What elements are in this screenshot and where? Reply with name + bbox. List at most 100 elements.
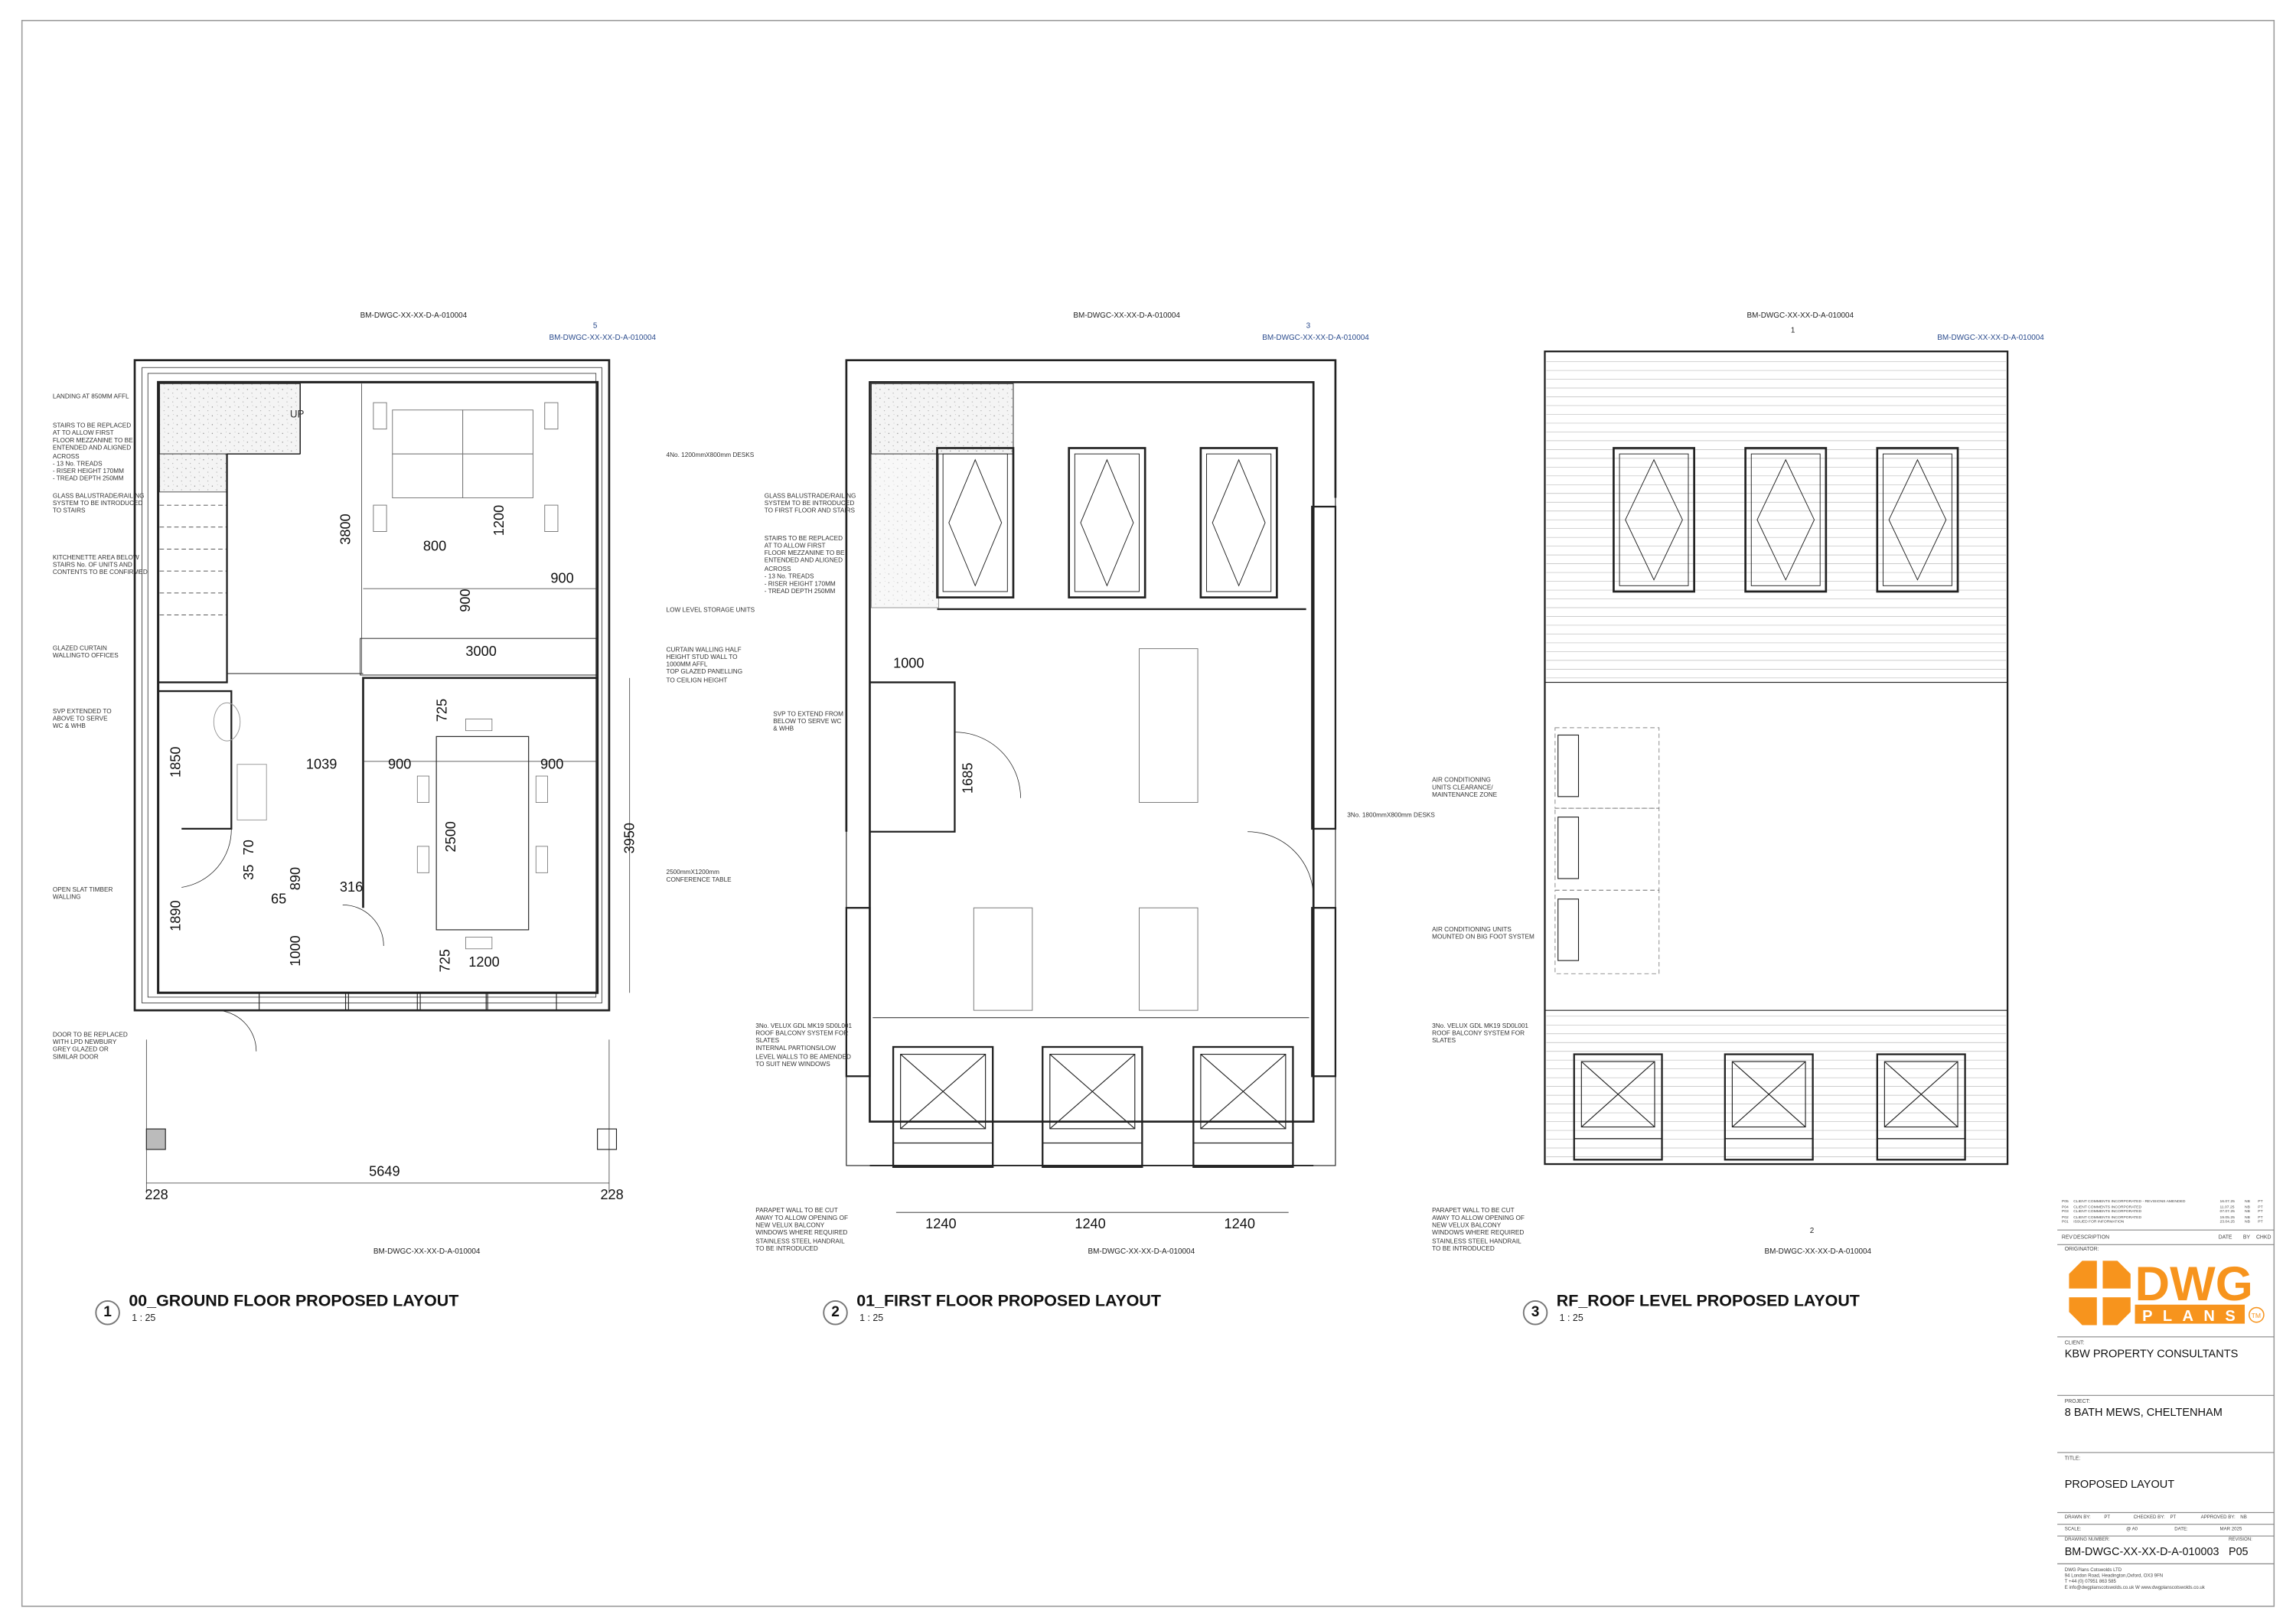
revision-label: REVISION: — [2228, 1536, 2252, 1542]
note-glass-balustrade: GLASS BALUSTRADE/RAILING SYSTEM TO BE IN… — [764, 491, 856, 515]
view-number: 3 — [1522, 1300, 1548, 1326]
view-scale: 1 : 25 — [1559, 1313, 1583, 1323]
dimension: 5649 — [369, 1164, 400, 1181]
note-landing: LANDING AT 850MM AFFL — [52, 392, 129, 400]
dimension: 1890 — [168, 900, 185, 931]
dimension: 35 — [241, 864, 258, 880]
view-scale: 1 : 25 — [859, 1313, 884, 1323]
chairs — [416, 719, 548, 950]
date-value: MAR 2025 — [2219, 1525, 2242, 1532]
section-reference[interactable]: BM-DWGC-XX-XX-D-A-010004 — [549, 334, 657, 343]
scale-label: SCALE: — [2064, 1525, 2082, 1532]
dimension: 3000 — [465, 644, 497, 660]
chkd-col: CHKD — [2255, 1234, 2272, 1241]
logo-sub: PLANS — [2142, 1308, 2245, 1325]
ac-units — [1557, 734, 1580, 961]
revision-description: CLIENT COMMENTS INCORPORATED — [2073, 1204, 2142, 1209]
rooflight-window — [1068, 447, 1146, 598]
velux-balcony-window — [892, 1045, 994, 1169]
column-marker — [145, 1128, 166, 1150]
originator-label: ORIGINATOR: — [2064, 1246, 2099, 1252]
section-reference[interactable]: BM-DWGC-XX-XX-D-A-010004 — [1088, 1247, 1195, 1257]
drawing-title: PROPOSED LAYOUT — [2064, 1477, 2175, 1491]
rev-header: REV DESCRIPTION DATE BY CHKD — [2062, 1234, 2272, 1241]
revision-date: 16.07.25 — [2219, 1198, 2235, 1204]
note-stairs: STAIRS TO BE REPLACED AT TO ALLOW FIRST … — [52, 422, 133, 482]
view-title: 01_FIRST FLOOR PROPOSED LAYOUT — [856, 1293, 1161, 1311]
velux-balcony-window — [1876, 1053, 1966, 1161]
dimension: 1850 — [168, 746, 185, 778]
note-svp: SVP EXTENDED TO ABOVE TO SERVE WC & WHB — [52, 707, 112, 730]
section-reference[interactable]: BM-DWGC-XX-XX-D-A-010004 — [360, 311, 468, 321]
ground-floor-plan — [133, 359, 631, 1194]
revision-rev: P01 — [2061, 1220, 2069, 1225]
storage-units — [360, 638, 598, 676]
drawing-number-label: DRAWING NUMBER: — [2064, 1536, 2110, 1542]
revision-by: NB — [2245, 1204, 2250, 1209]
note-storage: LOW LEVEL STORAGE UNITS — [666, 606, 755, 614]
drawing-number: BM-DWGC-XX-XX-D-A-010003 — [2064, 1544, 2219, 1558]
note-svp: SVP TO EXTEND FROM BELOW TO SERVE WC & W… — [773, 709, 844, 733]
revision-row: P01 ISSUED FOR INFORMATION 23.04.25 NB PT — [2062, 1220, 2272, 1225]
view-title: 00_GROUND FLOOR PROPOSED LAYOUT — [129, 1293, 459, 1311]
section-reference[interactable]: BM-DWGC-XX-XX-D-A-010004 — [1262, 334, 1369, 343]
dimension: 900 — [550, 571, 574, 588]
dimension-lines — [145, 383, 631, 1194]
note-glass-balustrade: GLASS BALUSTRADE/RAILING SYSTEM TO BE IN… — [52, 491, 145, 515]
revision-date: 23.04.25 — [2219, 1220, 2235, 1225]
velux-balcony-window — [1192, 1045, 1294, 1169]
revision-value: P05 — [2228, 1544, 2249, 1558]
drawn-by-label: DRAWN BY: — [2064, 1514, 2091, 1520]
note-velux: 3No. VELUX GDL MK19 SD0L001 ROOF BALCONY… — [1432, 1022, 1529, 1045]
rooflight-window — [936, 447, 1015, 598]
dimension: 900 — [458, 589, 475, 612]
revision-chkd: PT — [2258, 1220, 2263, 1225]
velux-balcony-window — [1724, 1053, 1814, 1161]
desk — [973, 907, 1033, 1011]
stair-treads — [159, 504, 227, 615]
description-col: DESCRIPTION — [2073, 1234, 2110, 1241]
dimension: 65 — [270, 892, 287, 908]
revision-rev: P05 — [2061, 1198, 2069, 1204]
project-name: 8 BATH MEWS, CHELTENHAM — [2064, 1405, 2223, 1419]
view-number: 1 — [95, 1300, 120, 1326]
drawn-by: PT — [2104, 1514, 2111, 1520]
checked-by: PT — [2170, 1514, 2177, 1520]
desks — [373, 402, 559, 532]
company-name: DWG Plans Cotswolds LTD — [2064, 1567, 2122, 1573]
desk — [1139, 907, 1199, 1011]
logo-tm: TM — [2252, 1312, 2261, 1319]
title-block-frame — [2057, 1229, 2275, 1564]
section-reference[interactable]: BM-DWGC-XX-XX-D-A-010004 — [1764, 1247, 1872, 1257]
rooflight-window — [1744, 447, 1828, 593]
conference-table — [435, 735, 530, 931]
note-velux: 3No. VELUX GDL MK19 SD0L001 ROOF BALCONY… — [755, 1022, 853, 1068]
dimension: 1240 — [1224, 1216, 1255, 1233]
dwg-plans-logo: DWG PLANS TM — [2069, 1257, 2265, 1326]
note-parapet: PARAPET WALL TO BE CUT AWAY TO ALLOW OPE… — [1432, 1206, 1525, 1252]
column-marker — [597, 1128, 618, 1150]
dimension: 725 — [438, 949, 455, 973]
callout-number: 5 — [592, 321, 598, 331]
approved-by-label: APPROVED BY: — [2200, 1514, 2236, 1520]
stair-landing — [159, 383, 301, 455]
dimension: 316 — [339, 879, 364, 896]
revision-by: NB — [2245, 1220, 2250, 1225]
dimension: 900 — [388, 757, 412, 774]
section-reference[interactable]: BM-DWGC-XX-XX-D-A-010004 — [1073, 311, 1180, 321]
dimension: 1000 — [288, 935, 305, 967]
dimension: 70 — [241, 840, 258, 856]
view-number: 2 — [823, 1300, 848, 1326]
section-reference[interactable]: BM-DWGC-XX-XX-D-A-010004 — [1937, 334, 2044, 343]
dimension: 1685 — [960, 762, 977, 794]
section-reference[interactable]: BM-DWGC-XX-XX-D-A-010004 — [1746, 311, 1854, 321]
view-scale: 1 : 25 — [132, 1313, 156, 1323]
revision-by: NB — [2245, 1198, 2250, 1204]
revision-description: CLIENT COMMENTS INCORPORATED — [2073, 1215, 2142, 1220]
revision-description: ISSUED FOR INFORMATION — [2073, 1220, 2125, 1225]
section-reference[interactable]: BM-DWGC-XX-XX-D-A-010004 — [373, 1247, 481, 1257]
